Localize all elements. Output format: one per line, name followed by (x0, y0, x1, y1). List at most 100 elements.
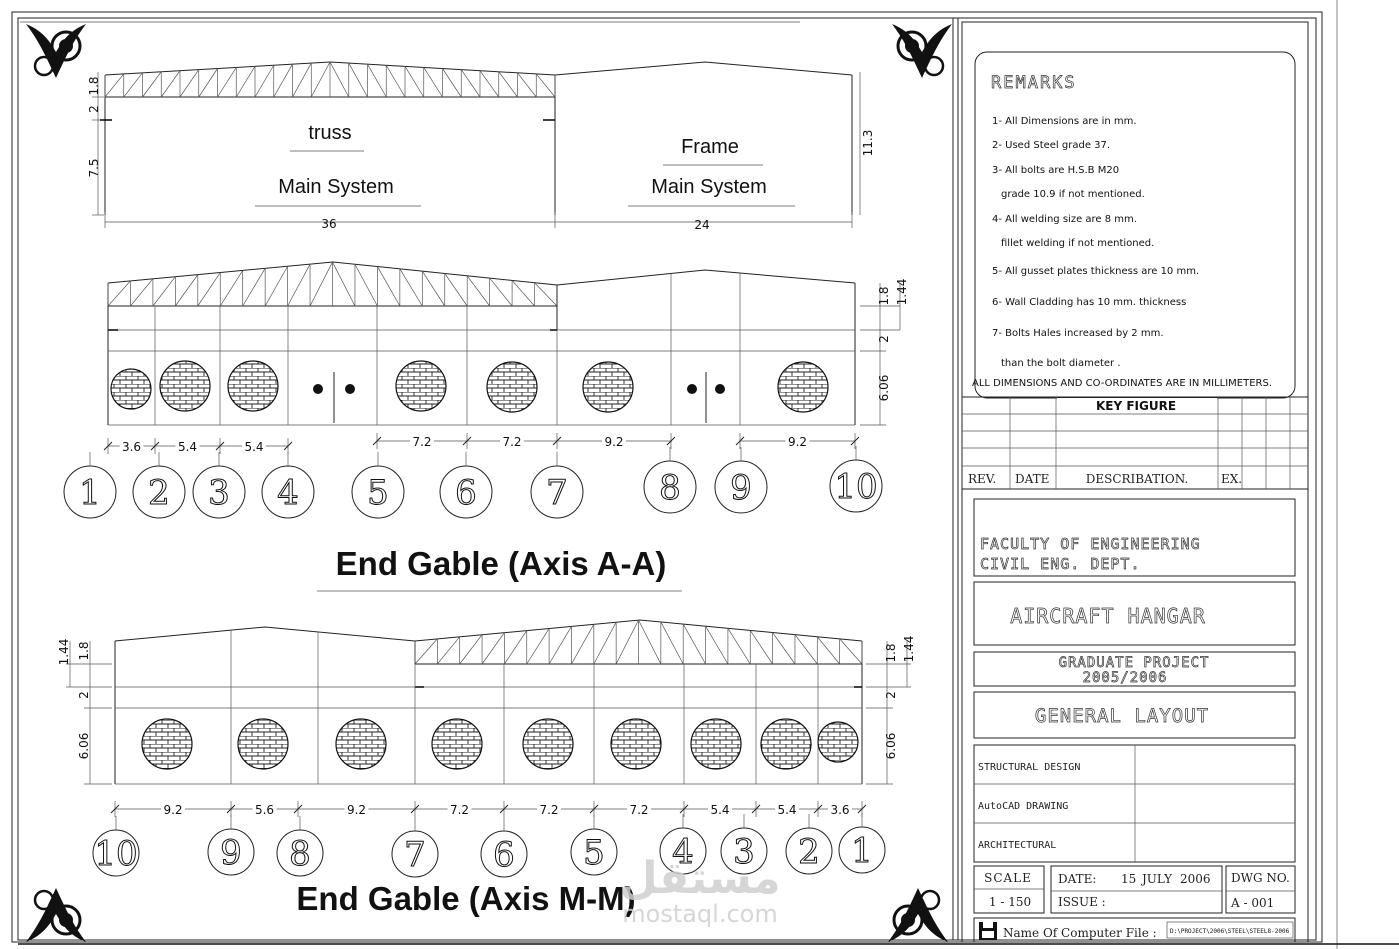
gable-a-dim-slash (103, 441, 113, 451)
truss-diagonal (130, 278, 154, 307)
dim-7-5: 7.5 (87, 158, 101, 177)
faculty-name: FACULTY OF ENGINEERING (980, 535, 1201, 553)
louver-window-icon (395, 360, 447, 412)
louver-window-icon (522, 718, 574, 770)
gable-m-dim-slash (293, 804, 303, 814)
axis-label: 10 (834, 467, 877, 507)
truss-diagonal (123, 72, 143, 98)
project-name: AIRCRAFT HANGAR (1010, 604, 1206, 628)
axis-label: 3 (733, 832, 755, 872)
truss-diagonal (367, 63, 387, 98)
louver-window-icon (141, 718, 193, 770)
watermark-logo: مستقل mostaql.com (620, 853, 781, 928)
truss-diagonal (332, 261, 356, 307)
louver-window-icon (610, 718, 662, 770)
watermark-latin: mostaql.com (622, 900, 777, 928)
truss-diagonal (526, 628, 550, 665)
gable-m-dim-slash (226, 804, 236, 814)
louver-window-icon (777, 361, 829, 413)
door-marker-icon (313, 372, 725, 423)
remark-item: fillet welding if not mentioned. (1001, 238, 1154, 249)
remarks-heading: REMARKS (991, 73, 1077, 93)
gable-a-dim-value: 7.2 (502, 435, 521, 449)
truss-diagonal (442, 68, 462, 98)
gable-a-dim-slash (735, 436, 745, 446)
gable-m-dim-value: 5.4 (777, 803, 796, 817)
gable-a-dim-mask (785, 433, 810, 447)
louver-window-icon (237, 718, 289, 770)
truss-diagonal (310, 61, 331, 98)
axis-label: 5 (583, 833, 605, 873)
axis-label: 7 (404, 835, 426, 875)
truss-diagonal (254, 65, 275, 98)
axis-label: 1 (79, 473, 101, 513)
gable-m-dim-slash (813, 804, 823, 814)
gable-a-dim-slash (552, 436, 562, 446)
col-date: DATE (1015, 472, 1049, 486)
portal-frame (554, 61, 853, 215)
frame-label: Frame (681, 136, 739, 158)
role-structural: STRUCTURAL DESIGN (978, 762, 1080, 773)
gable-a-dim-slash (215, 441, 225, 451)
gable-m-dim-mask (344, 801, 369, 815)
gable-m-dim-value: 7.2 (539, 803, 558, 817)
gable-m-dim-slash (110, 804, 120, 814)
truss-diagonal (179, 69, 200, 98)
gable-a-dim-mask (119, 438, 144, 452)
gable-a-dim-slash (462, 436, 472, 446)
truss-diagonal (466, 275, 490, 307)
gable-m-title: End Gable (Axis M-M) (296, 880, 635, 917)
date-month: JULY (1140, 872, 1173, 886)
truss-frame (104, 61, 556, 215)
truss-diagonal (175, 274, 199, 307)
remark-item: 7- Bolts Hales increased by 2 mm. (992, 328, 1164, 339)
remark-item: grade 10.9 if not mentioned. (1001, 189, 1145, 200)
role-autocad: AutoCAD DRAWING (978, 801, 1068, 812)
gable-m-dim-value: 9.2 (347, 803, 366, 817)
date-day: 15 (1121, 872, 1136, 886)
gable-m-right-dimensions: 1.8 1.44 2 6.06 (866, 636, 916, 785)
truss-diagonal (399, 268, 423, 307)
truss-diagonal (504, 630, 528, 665)
ornament-top-left-icon (26, 24, 86, 78)
truss-label: truss (308, 122, 351, 144)
gable-a-title: End Gable (Axis A-A) (336, 545, 667, 582)
louver-window-icon (227, 360, 279, 412)
ornament-bottom-right-icon (888, 888, 948, 942)
axis-label: 6 (455, 473, 477, 513)
truss-diagonal (794, 634, 818, 665)
gable-a-dim-slash (372, 436, 382, 446)
ornament-top-right-icon (892, 24, 952, 78)
gable-m-dim-mask (252, 801, 277, 815)
louver-window-icon (110, 368, 152, 410)
gable-m-dim-slash (857, 804, 867, 814)
dim-1-8-a: 1.8 (877, 286, 891, 305)
axis-label: 4 (277, 473, 299, 513)
dim-1-44-m-right: 1.44 (902, 636, 916, 663)
gable-m-dim-slash (499, 804, 509, 814)
gable-m-dim-value: 5.4 (710, 803, 729, 817)
gable-a-dim-value: 5.4 (178, 440, 197, 454)
gable-m-dim-mask (708, 801, 732, 815)
issue-label: ISSUE : (1058, 895, 1106, 909)
department-name: CIVIL ENG. DEPT. (980, 555, 1141, 573)
gable-a-dim-slash (283, 441, 293, 451)
axis-label: 8 (659, 468, 681, 508)
truss-diagonal (498, 71, 518, 98)
frame-system-label: Main System (651, 176, 767, 198)
axis-label: 1 (851, 831, 873, 871)
key-figure-table: KEY FIGURE REV. DATE DESCRIBATION. EX. (961, 396, 1309, 490)
louver-window-icon (582, 361, 634, 413)
remark-item: 2- Used Steel grade 37. (992, 140, 1110, 151)
dim-6-06-m-left: 6.06 (77, 733, 91, 760)
truss-diagonal (459, 634, 483, 665)
gable-m-dim-value: 7.2 (629, 803, 648, 817)
dim-24: 24 (694, 218, 709, 232)
truss-diagonal (682, 623, 706, 665)
gable-a-dim-mask (500, 433, 524, 447)
truss-diagonal (548, 626, 572, 665)
truss-diagonal (593, 622, 617, 665)
truss-diagonal (197, 272, 221, 307)
